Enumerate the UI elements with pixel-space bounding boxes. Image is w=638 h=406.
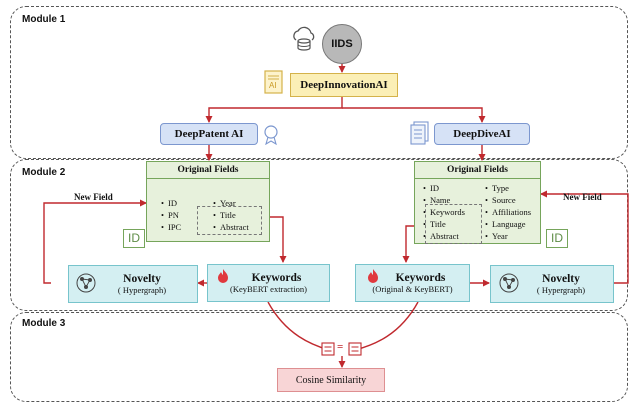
left-novelty-node: Novelty ( Hypergraph) <box>68 265 198 303</box>
left-novelty-subtitle: ( Hypergraph) <box>117 285 167 295</box>
left-field-abstract: Abstract <box>213 222 249 232</box>
left-new-field-label: New Field <box>74 192 113 202</box>
left-compare-doc-icon <box>321 342 335 361</box>
cosine-similarity-node: Cosine Similarity <box>277 368 385 392</box>
module-1-frame <box>10 6 628 159</box>
right-field-year: Year <box>485 231 508 241</box>
left-text-fields-selection <box>197 206 262 235</box>
left-field-id: ID <box>161 198 177 208</box>
left-original-fields-box: Original Fields ID PN IPC Year Title Abs… <box>146 161 270 242</box>
left-fire-icon <box>216 268 230 289</box>
right-original-fields-box: Original Fields ID Name Keywords Title A… <box>414 161 541 244</box>
right-field-source: Source <box>485 195 516 205</box>
deeppatent-ai-node: DeepPatent AI <box>160 123 258 145</box>
right-keywords-node: Keywords (Original & KeyBERT) <box>355 264 470 302</box>
left-field-pn: PN <box>161 210 179 220</box>
right-field-language: Language <box>485 219 526 229</box>
iids-source-node: IIDS <box>322 24 362 64</box>
left-keywords-title: Keywords <box>251 272 302 284</box>
module-1-label: Module 1 <box>22 14 66 25</box>
equals-sign: = <box>337 341 344 353</box>
right-id-icon: ID <box>546 229 568 248</box>
right-field-name: Name <box>423 195 450 205</box>
right-field-abstract: Abstract <box>423 231 459 241</box>
document-stack-icon <box>410 121 430 150</box>
ai-document-icon: AI <box>264 70 284 99</box>
right-field-affiliations: Affiliations <box>485 207 531 217</box>
cloud-database-icon <box>290 26 318 57</box>
deepdiveai-node: DeepDiveAI <box>434 123 530 145</box>
ai-badge-label: AI <box>269 81 277 90</box>
left-field-year: Year <box>213 198 236 208</box>
module-3-label: Module 3 <box>22 318 66 329</box>
module-2-label: Module 2 <box>22 167 66 178</box>
right-keywords-subtitle: (Original & KeyBERT) <box>372 284 453 294</box>
right-novelty-title: Novelty <box>542 273 580 285</box>
right-fire-icon <box>366 268 380 289</box>
right-field-type: Type <box>485 183 509 193</box>
left-hypergraph-icon <box>75 272 97 299</box>
left-field-ipc: IPC <box>161 222 181 232</box>
left-novelty-title: Novelty <box>123 273 161 285</box>
right-new-field-label: New Field <box>563 192 602 202</box>
deepinnovationai-node: DeepInnovationAI <box>290 73 398 97</box>
module-3-frame <box>10 312 628 402</box>
right-field-id: ID <box>423 183 439 193</box>
left-fields-title: Original Fields <box>147 165 269 179</box>
right-novelty-subtitle: ( Hypergraph) <box>536 285 586 295</box>
right-fields-title: Original Fields <box>415 165 540 179</box>
left-field-title: Title <box>213 210 236 220</box>
right-field-title: Title <box>423 219 446 229</box>
left-keywords-node: Keywords (KeyBERT extraction) <box>207 264 330 302</box>
patent-icon <box>262 123 280 150</box>
right-compare-doc-icon <box>348 342 362 361</box>
right-text-fields-selection <box>425 204 482 244</box>
right-keywords-title: Keywords <box>395 272 446 284</box>
left-id-icon: ID <box>123 229 145 248</box>
right-hypergraph-icon <box>498 272 520 299</box>
right-field-keywords: Keywords <box>423 207 465 217</box>
left-keywords-subtitle: (KeyBERT extraction) <box>230 284 307 294</box>
